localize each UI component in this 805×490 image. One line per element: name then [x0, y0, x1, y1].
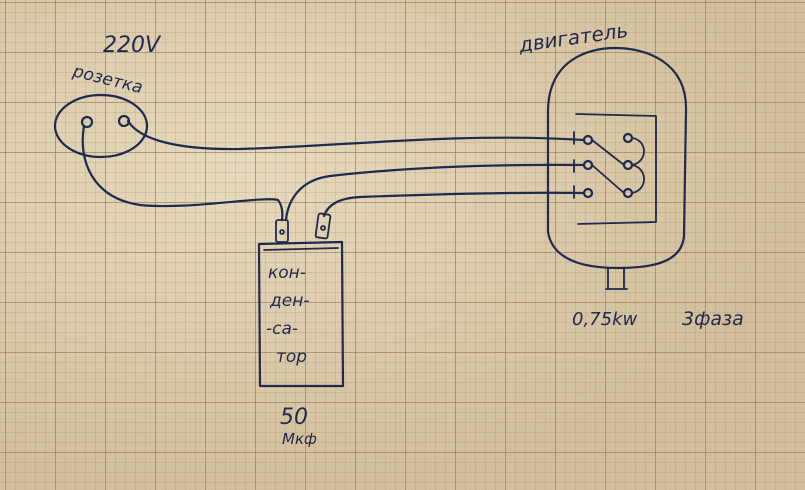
terminal-box — [575, 113, 657, 225]
capacitance-unit: Мкф — [282, 430, 317, 448]
capacitor-text-line4: тор — [276, 347, 307, 367]
terminal-u2 — [622, 159, 634, 171]
wire-capacitor-left-to-motor-terminal-2 — [284, 163, 586, 222]
socket-label: розетка — [70, 61, 145, 98]
wire-socket-to-capacitor-left — [81, 124, 284, 222]
motor-label: двигатель — [516, 18, 629, 57]
capacitor-screw-left — [279, 229, 285, 235]
terminal-w2 — [622, 132, 634, 144]
capacitor-body — [257, 240, 345, 388]
terminal-v1 — [582, 159, 594, 171]
voltage-label: 220V — [103, 33, 162, 58]
star-jumper-left — [591, 139, 625, 194]
terminal-u1 — [582, 134, 594, 146]
capacitor-text-line1: кон- — [268, 263, 306, 283]
motor-phase-label: 3фаза — [682, 308, 744, 330]
socket-pin-left — [80, 115, 94, 129]
capacitor-top-band — [263, 247, 339, 251]
capacitor-text-line3: -са- — [266, 319, 298, 339]
capacitor-terminal-left — [275, 219, 289, 243]
wire-socket-to-motor-terminal-1 — [126, 119, 586, 151]
capacitor-screw-right — [320, 225, 326, 231]
motor-power-label: 0,75kw — [572, 309, 638, 330]
motor-shaft — [605, 267, 628, 290]
terminal-w1 — [582, 187, 594, 199]
star-jumper-right — [631, 137, 645, 194]
motor — [546, 46, 688, 290]
wire-capacitor-right-to-motor-terminal-3 — [322, 191, 586, 218]
capacitor-text-line2: ден- — [269, 291, 309, 311]
capacitor — [257, 212, 345, 388]
capacitance-value: 50 — [280, 405, 308, 430]
terminal-v2 — [622, 187, 634, 199]
socket-outline — [53, 93, 149, 159]
motor-housing — [546, 46, 688, 270]
